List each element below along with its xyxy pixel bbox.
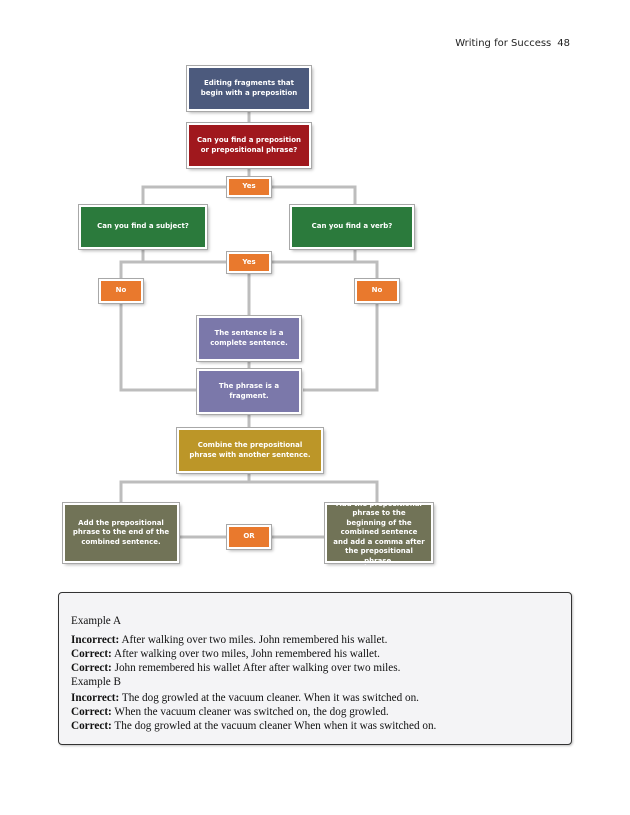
preposition-question-box: Can you find a preposition or prepositio… <box>186 122 312 169</box>
add-to-end-box: Add the prepositional phrase to the end … <box>62 502 180 564</box>
examples-box: Example A Incorrect: After walking over … <box>58 592 572 745</box>
example-label: Incorrect: <box>71 692 120 704</box>
start-box: Editing fragments that begin with a prep… <box>186 65 312 112</box>
example-a-title: Example A <box>71 615 122 627</box>
no-label-right: No <box>354 278 400 304</box>
page-header: Writing for Success 48 <box>455 38 570 49</box>
example-text: The dog growled at the vacuum cleaner. W… <box>121 692 419 704</box>
example-label: Correct: <box>71 648 112 660</box>
or-label: OR <box>226 524 272 550</box>
example-text: After walking over two miles, John remem… <box>113 648 380 660</box>
flowchart-connectors <box>119 110 379 539</box>
add-to-beginning-box: Add the prepositional phrase to the begi… <box>324 500 434 565</box>
verb-question-box: Can you find a verb? <box>289 204 415 250</box>
example-text: After walking over two miles. John remem… <box>121 634 388 646</box>
example-line: Incorrect: The dog growled at the vacuum… <box>71 692 559 704</box>
subject-question-box: Can you find a subject? <box>78 204 208 250</box>
example-line: Incorrect: After walking over two miles.… <box>71 634 559 646</box>
page-number: 48 <box>557 38 570 49</box>
connector <box>119 303 197 392</box>
example-line: Correct: John remembered his wallet Afte… <box>71 662 559 674</box>
yes-label-middle: Yes <box>226 251 272 274</box>
example-line: Correct: After walking over two miles, J… <box>71 648 559 660</box>
example-line: Correct: The dog growled at the vacuum c… <box>71 720 559 732</box>
example-label: Correct: <box>71 720 112 732</box>
connector <box>119 480 379 503</box>
combine-box: Combine the prepositional phrase with an… <box>176 427 324 474</box>
example-b-title: Example B <box>71 676 122 688</box>
no-label-left: No <box>98 278 144 304</box>
example-text: The dog growled at the vacuum cleaner Wh… <box>114 720 437 732</box>
connector <box>303 303 379 392</box>
yes-label-top: Yes <box>226 176 272 198</box>
example-line: Correct: When the vacuum cleaner was swi… <box>71 706 559 718</box>
fragment-box: The phrase is a fragment. <box>196 368 302 415</box>
example-label: Correct: <box>71 662 112 674</box>
example-label: Incorrect: <box>71 634 120 646</box>
running-title: Writing for Success <box>455 38 552 49</box>
example-label: Correct: <box>71 706 112 718</box>
example-text: When the vacuum cleaner was switched on,… <box>114 706 389 718</box>
example-text: John remembered his wallet After after w… <box>114 662 401 674</box>
complete-sentence-box: The sentence is a complete sentence. <box>196 315 302 362</box>
